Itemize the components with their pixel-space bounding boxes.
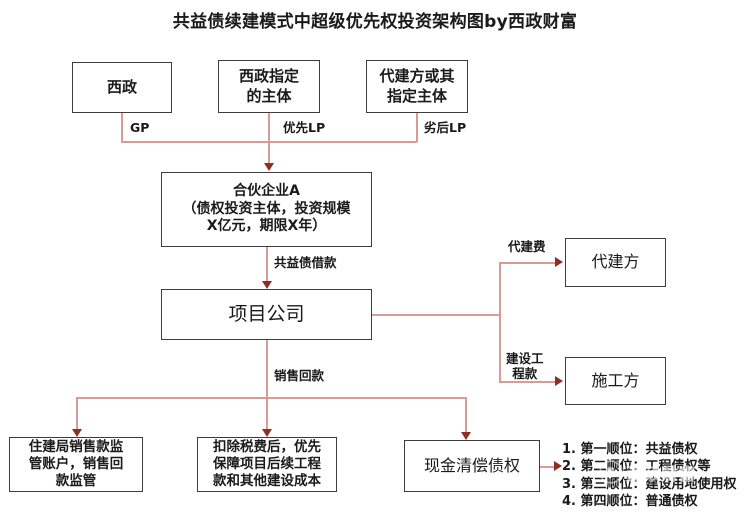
node-xizheng-label: 西政: [106, 77, 137, 96]
node-housing-bureau-escrow-label: 住建局销售款监 管账户，销售回 款监管: [28, 438, 124, 490]
node-agent-or-designated-entity: 代建方或其 指定主体: [366, 60, 468, 113]
node-project-company: 项目公司: [161, 289, 372, 340]
connector-xz-entity-stem: [268, 113, 270, 142]
connector-partnership-to-project: [266, 247, 268, 282]
node-agent-or-designated-entity-label: 代建方或其 指定主体: [379, 67, 455, 105]
connector-project-down-stem: [266, 340, 268, 432]
node-partnership-a: 合伙企业A （债权投资主体，投资规模 X亿元，期限X年）: [161, 172, 372, 247]
priority-item-3: 3. 第三顺位：建设用地使用权: [562, 476, 737, 492]
node-after-tax-allocation-label: 扣除税费后，优先 保障项目后续工程 款和其他建设成本: [213, 438, 321, 490]
edge-label-subordinate-lp: 劣后LP: [424, 120, 467, 135]
priority-item-1: 1. 第一顺位：共益债权: [562, 442, 698, 457]
connector-bottom-bus: [76, 397, 466, 399]
node-contractor: 施工方: [565, 357, 666, 405]
connector-right-bus-lower: [499, 314, 501, 382]
priority-order-list: 1. 第一顺位：共益债权 2. 第二顺位：工程债权等 3. 第三顺位：建设用地使…: [562, 441, 750, 510]
connector-bus-to-escrow: [76, 397, 78, 432]
edge-label-construction-payment: 建设工 程款: [506, 351, 544, 381]
edge-label-gp: GP: [130, 120, 150, 135]
node-after-tax-allocation: 扣除税费后，优先 保障项目后续工程 款和其他建设成本: [197, 437, 337, 492]
node-construction-agent-label: 代建方: [591, 252, 640, 272]
node-project-company-label: 项目公司: [228, 303, 305, 326]
connector-agent-entity-stem: [416, 113, 418, 142]
priority-item-4: 4. 第四顺位：普通债权: [562, 493, 698, 509]
node-xizheng-designated-entity: 西政指定 的主体: [218, 60, 320, 113]
edge-label-sales-proceeds: 销售回款: [274, 368, 325, 383]
arrowhead-to-contractor: [555, 376, 563, 386]
connector-xizheng-stem: [121, 113, 123, 142]
node-xizheng-designated-entity-label: 西政指定 的主体: [238, 67, 299, 105]
connector-project-to-right-bus: [372, 314, 500, 316]
node-xizheng: 西政: [72, 62, 172, 113]
node-construction-agent: 代建方: [565, 238, 666, 287]
node-partnership-a-label: 合伙企业A （债权投资主体，投资规模 X亿元，期限X年）: [182, 182, 351, 235]
connector-to-contractor: [499, 381, 557, 383]
connector-to-agent: [499, 262, 557, 264]
node-contractor-label: 施工方: [591, 370, 640, 390]
arrowhead-to-cash: [461, 432, 471, 440]
edge-label-agent-fee: 代建费: [508, 239, 546, 254]
page-title: 共益债续建模式中超级优先权投资架构图by西政财富: [172, 12, 578, 32]
edge-label-public-benefit-loan: 共益债借款: [274, 255, 337, 270]
arrowhead-to-tax: [262, 429, 272, 437]
arrowhead-to-project-company: [262, 281, 272, 289]
arrowhead-to-escrow: [72, 429, 82, 437]
connector-right-bus-upper: [499, 262, 501, 315]
node-housing-bureau-escrow: 住建局销售款监 管账户，销售回 款监管: [9, 437, 143, 492]
node-cash-debt-repayment-label: 现金清偿债权: [423, 455, 520, 475]
arrowhead-to-priority-list: [554, 461, 562, 471]
connector-bus-to-partnership: [268, 141, 270, 165]
node-cash-debt-repayment: 现金清偿债权: [404, 440, 540, 492]
connector-bus-to-cash: [465, 397, 467, 435]
arrowhead-to-partnership: [264, 163, 274, 171]
connector-cash-to-priority-list: [540, 466, 558, 468]
arrowhead-to-agent: [555, 257, 563, 267]
priority-item-2: 2. 第二顺位：工程债权等: [562, 459, 711, 475]
edge-label-priority-lp: 优先LP: [283, 120, 326, 135]
